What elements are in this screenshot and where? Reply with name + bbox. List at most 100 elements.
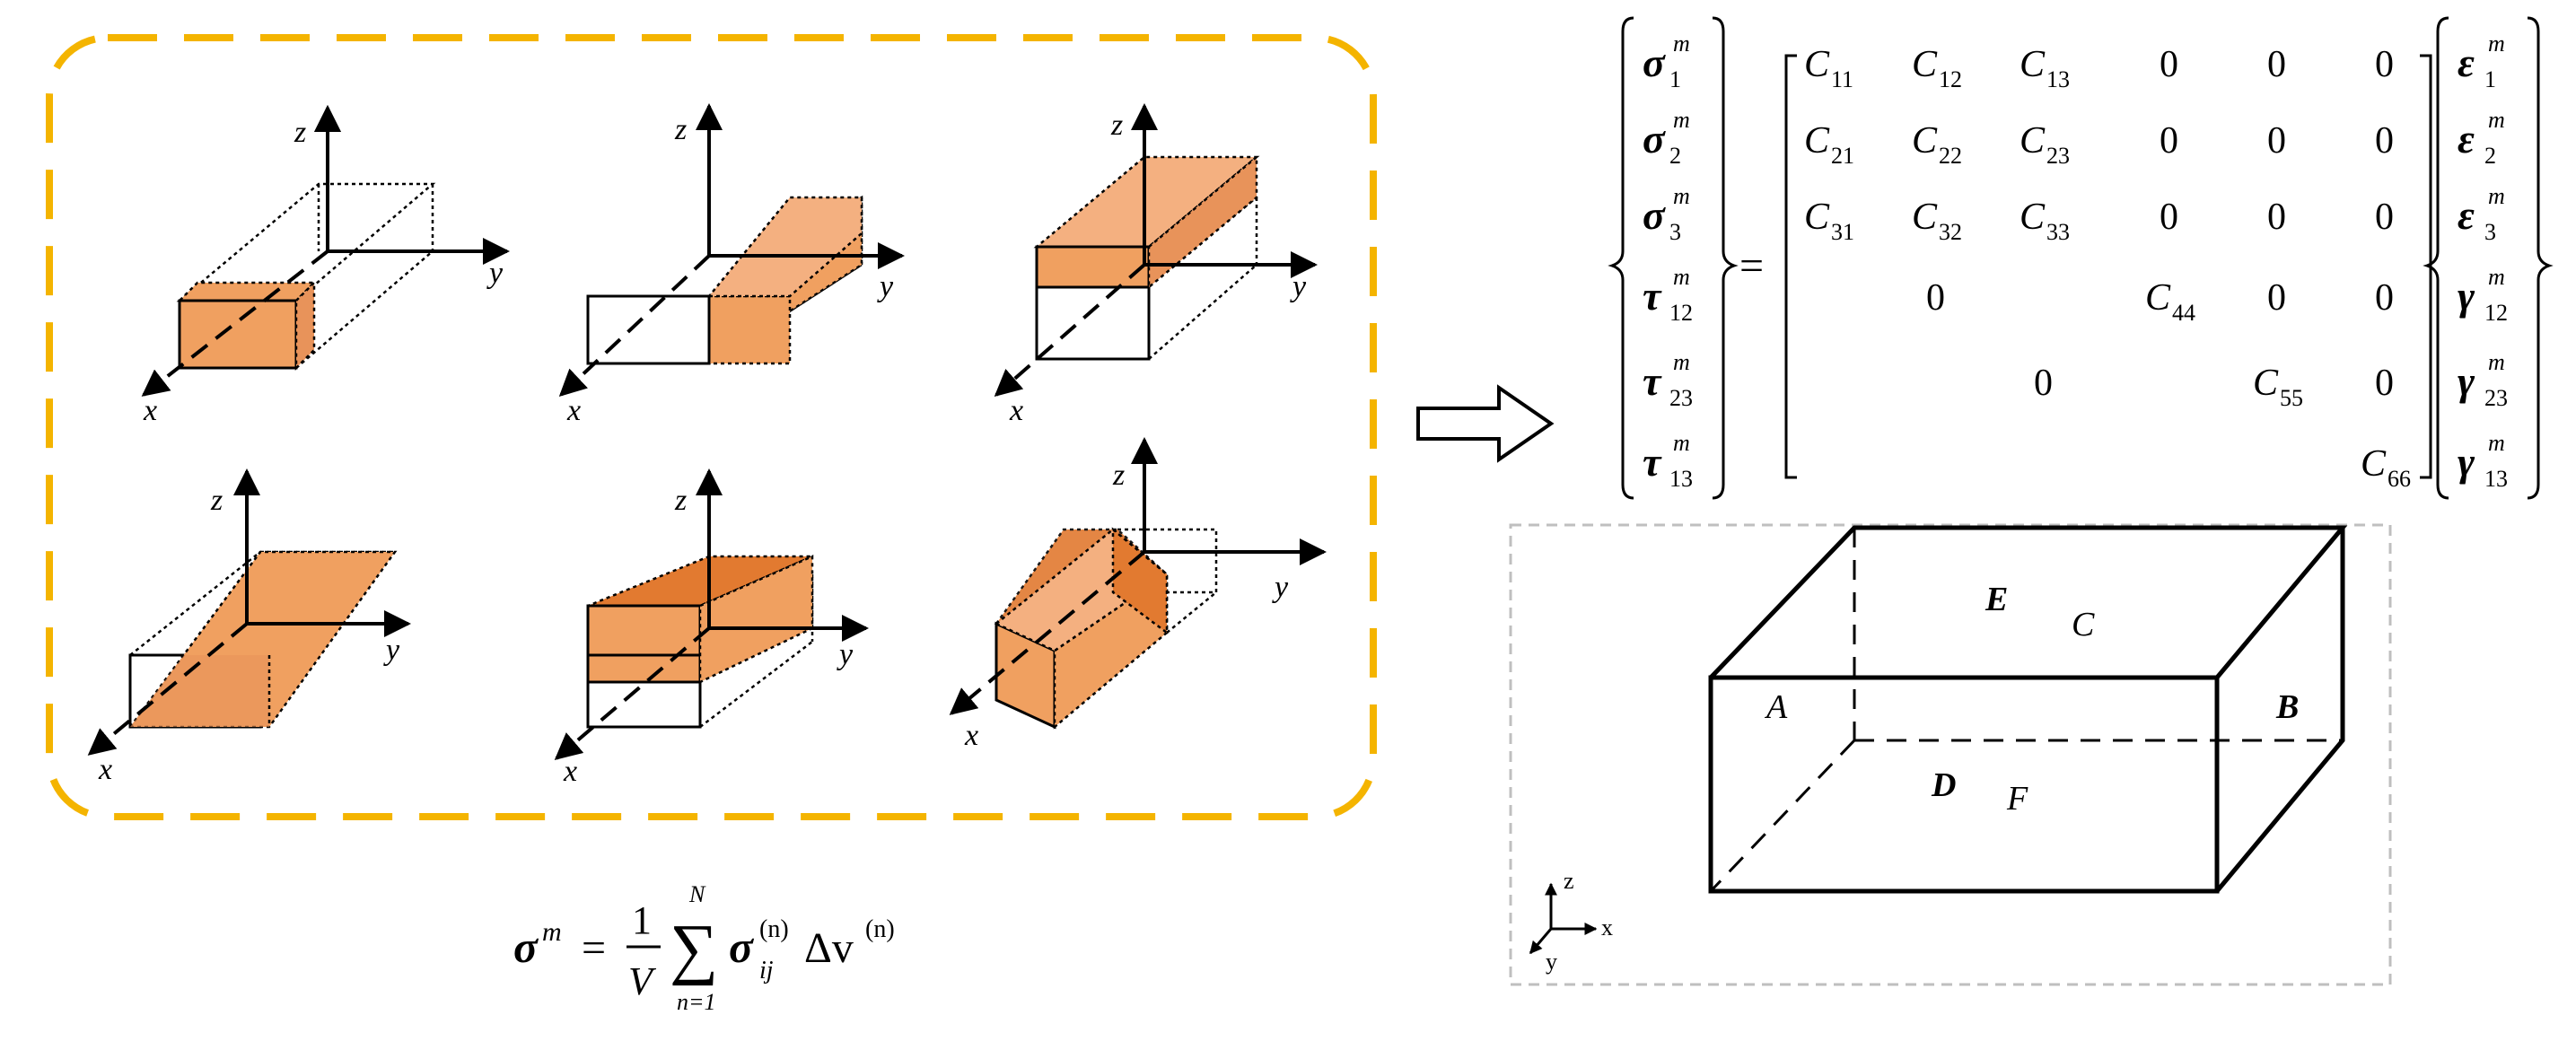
deformation-modes-frame [46, 34, 1377, 820]
matrix-cell-base: 0 [2375, 44, 2394, 85]
matrix-cell-base: 0 [2375, 363, 2394, 404]
formula-term-sup: (n) [759, 915, 789, 943]
matrix-cell-base: C [1804, 120, 1830, 162]
matrix-cell-base: 0 [2375, 277, 2394, 319]
axis-z-label: z [674, 113, 687, 146]
strain-component-sub: 2 [2484, 143, 2496, 169]
matrix-cell-base: 0 [2267, 44, 2286, 85]
stress-component-sub: 2 [1669, 143, 1681, 169]
strain-component-sup: m [2488, 31, 2505, 57]
stress-component-sub: 1 [1669, 66, 1681, 92]
matrix-cell-sub: 12 [1939, 66, 1962, 92]
axis-z-label: z [294, 116, 306, 149]
formula-eq: = [582, 924, 606, 972]
strain-component-sub: 13 [2484, 466, 2508, 492]
axis-x-label: x [1009, 394, 1023, 427]
stress-component-sub: 13 [1669, 466, 1693, 492]
strain-component-sub: 23 [2484, 385, 2508, 411]
matrix-cell-sub: 23 [2046, 143, 2070, 169]
matrix-cell-base: C [1804, 44, 1830, 85]
matrix-cell-base: 0 [2034, 363, 2053, 404]
matrix-cell-sub: 31 [1831, 219, 1854, 245]
strain-component-sup: m [2488, 107, 2505, 133]
matrix-cell-base: 0 [2267, 277, 2286, 319]
matrix-cell-base: C [2145, 277, 2171, 319]
matrix-cell-base: C [1912, 197, 1938, 238]
strain-component-sup: m [2488, 430, 2505, 456]
right-arrow-icon [1416, 384, 1555, 463]
cuboid [1708, 525, 2348, 894]
axis-z-label: z [1110, 109, 1123, 142]
formula-sum-bottom: n=1 [677, 989, 716, 1015]
rhs-brace-right [2527, 16, 2554, 500]
matrix-cell-base: 0 [2267, 120, 2286, 162]
rhs-brace-left [2423, 16, 2449, 500]
matrix-cell-base: C [2361, 443, 2387, 485]
axis-z-label: z [210, 484, 223, 517]
axis-z-label: z [1112, 459, 1125, 492]
strain-component-base: γ [2458, 358, 2475, 404]
axis-y-label: y [486, 257, 504, 290]
homogenization-formula: σ m = 1 V N ∑ n=1 σ (n) ij Δv (n) [513, 881, 895, 1015]
axis-x-label: x [964, 719, 978, 752]
matrix-cell-sub: 55 [2280, 385, 2303, 411]
matrix-cell-base: 0 [2160, 120, 2178, 162]
stress-component-sup: m [1673, 264, 1690, 290]
matrix-cell-base: 0 [2375, 120, 2394, 162]
strain-component-base: ε [2458, 116, 2475, 162]
matrix-cell-base: C [2253, 363, 2279, 404]
matrix-cell-base: C [1912, 120, 1938, 162]
strain-component-base: γ [2458, 439, 2475, 485]
matrix-cell-sub: 32 [1939, 219, 1962, 245]
matrix-cell-base: C [2020, 44, 2046, 85]
stress-component-sub: 12 [1669, 300, 1693, 326]
axis-x-label: x [566, 394, 581, 427]
strain-component-sup: m [2488, 264, 2505, 290]
matrix-cell-base: 0 [2160, 197, 2178, 238]
stress-component-sup: m [1673, 349, 1690, 375]
formula-frac-den: V [628, 959, 657, 1003]
axis-x-label: x [98, 753, 112, 786]
mode-cell-4: z y x [87, 468, 411, 786]
strain-component-base: ε [2458, 192, 2475, 238]
strain-component-base: ε [2458, 39, 2475, 85]
formula-lhs-sup: m [542, 917, 562, 947]
matrix-cell-base: C [2020, 197, 2046, 238]
matrix-cell-base: C [1912, 44, 1938, 85]
coordinate-triad: z x y [1529, 868, 1613, 975]
formula-lhs: σ [513, 922, 539, 972]
mode-cell-6: z y x [949, 437, 1327, 752]
stress-component-base: σ [1643, 116, 1666, 162]
stress-component-base: σ [1643, 39, 1666, 85]
mode-cell-2: z y x [558, 103, 905, 427]
axis-x-label: x [563, 755, 577, 788]
lhs-brace-right [1712, 16, 1739, 500]
strain-component-sup: m [2488, 349, 2505, 375]
matrix-cell-sub: 13 [2046, 66, 2070, 92]
matrix-cell-base: 0 [1926, 277, 1945, 319]
matrix-cell-sub: 11 [1831, 66, 1853, 92]
stress-component-sub: 3 [1669, 219, 1681, 245]
triad-y-label: y [1546, 949, 1557, 975]
triad-x-label: x [1601, 914, 1613, 941]
strain-component-sub: 12 [2484, 300, 2508, 326]
matrix-cell-sub: 22 [1939, 143, 1962, 169]
stress-component-sup: m [1673, 430, 1690, 456]
stress-component-sub: 23 [1669, 385, 1693, 411]
formula-term-sub: ij [759, 957, 774, 984]
face-label-a: A [1764, 688, 1788, 726]
formula-sum-top: N [688, 881, 706, 907]
matrix-cell-sub: 33 [2046, 219, 2070, 245]
equation-eq-sign: = [1739, 242, 1764, 290]
formula-frac-num: 1 [632, 898, 652, 942]
strain-component-sub: 3 [2484, 219, 2496, 245]
cuboid-frame [1509, 523, 2392, 986]
matrix-cell-sub: 44 [2172, 300, 2195, 326]
cuboid-face-labels: E C A B D F [1764, 581, 2299, 818]
face-label-d: D [1931, 766, 1956, 804]
stress-component-base: τ [1643, 439, 1662, 485]
stress-component-base: τ [1643, 358, 1662, 404]
stress-component-base: σ [1643, 192, 1666, 238]
